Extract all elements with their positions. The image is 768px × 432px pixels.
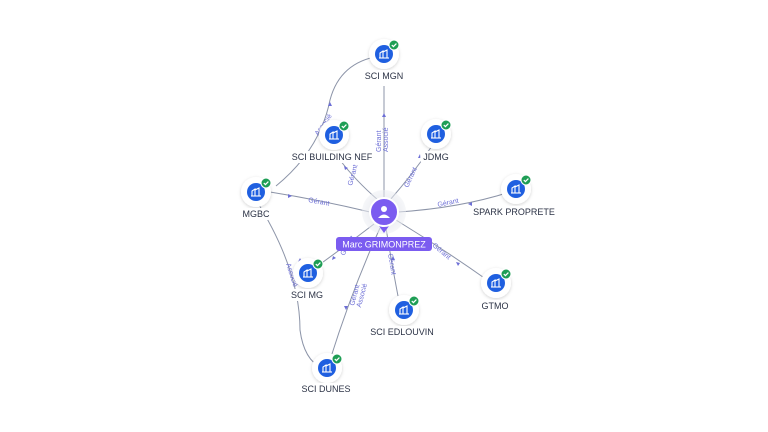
- edge-label-edlouvin: Gérant: [386, 253, 397, 275]
- company-label-bg: [470, 206, 558, 218]
- building-icon: [247, 183, 265, 201]
- verified-check-icon: [440, 119, 452, 131]
- person-icon: [378, 206, 390, 218]
- verified-check-icon: [388, 39, 400, 51]
- company-label-bg: [239, 208, 274, 220]
- edge-label-jdmg: Gérant: [403, 166, 418, 188]
- arrow-mgbc: [288, 194, 292, 198]
- verified-check-icon: [260, 177, 272, 189]
- edge-spark: [397, 191, 511, 213]
- company-label-bg: [367, 326, 437, 338]
- company-label: SCI EDLOUVIN: [370, 327, 434, 337]
- verified-check-icon: [338, 120, 350, 132]
- edge-label-dunes: Gérant Associé: [349, 281, 369, 308]
- company-label: SCI MGN: [365, 71, 404, 81]
- company-label-bg: [288, 151, 376, 163]
- company-node-mgbc[interactable]: MGBC: [239, 177, 274, 220]
- company-label: SCI DUNES: [301, 384, 350, 394]
- edge-label-mgbc: Gérant: [308, 197, 330, 208]
- company-label: SCI MG: [291, 290, 323, 300]
- building-icon: [427, 125, 445, 143]
- building-icon: [395, 301, 413, 319]
- arrow-building-nef: [344, 166, 348, 170]
- company-label-bg: [478, 300, 512, 312]
- building-icon: [318, 359, 336, 377]
- company-label: GTMO: [482, 301, 509, 311]
- arrow-sci-mg: [332, 256, 336, 260]
- company-node-spark-proprete[interactable]: SPARK PROPRETE: [470, 174, 558, 218]
- edge-label-building-nef: Gérant: [347, 164, 359, 187]
- company-node-sci-mg[interactable]: SCI MG: [287, 258, 327, 301]
- arrow-mgbc-mgn: [328, 102, 332, 106]
- verified-check-icon: [312, 258, 324, 270]
- company-node-jdmg[interactable]: JDMG: [420, 119, 452, 163]
- center-pin-tip: [379, 226, 389, 233]
- edge-label-sci-mgn: Gérant Associé: [376, 127, 390, 152]
- company-label: JDMG: [423, 152, 449, 162]
- company-label-bg: [361, 70, 407, 82]
- company-node-sci-dunes[interactable]: SCI DUNES: [298, 353, 354, 395]
- edge-mgbc-mgn: [275, 55, 381, 187]
- edge-gtmo: [395, 219, 491, 283]
- building-icon: [299, 264, 317, 282]
- verified-check-icon: [331, 353, 343, 365]
- arrow-dunes: [344, 306, 348, 310]
- company-label: SPARK PROPRETE: [473, 207, 555, 217]
- company-node-sci-edlouvin[interactable]: SCI EDLOUVIN: [367, 295, 437, 338]
- company-label: MGBC: [243, 209, 271, 219]
- edge-label-gtmo: Gérant: [431, 242, 452, 261]
- building-icon: [507, 180, 525, 198]
- company-nodes: SCI MGN SCI BUILDING NEF JDMG MGBC SPARK PRO…: [239, 39, 558, 395]
- center-label-bg: [336, 237, 432, 251]
- verified-check-icon: [520, 174, 532, 186]
- verified-check-icon: [500, 268, 512, 280]
- arrow-sci-mgn: [382, 113, 386, 117]
- edge-mgbc: [269, 191, 371, 213]
- arrow-spark: [468, 202, 472, 206]
- company-node-sci-mgn[interactable]: SCI MGN: [361, 39, 407, 82]
- company-label-bg: [420, 151, 452, 163]
- company-node-gtmo[interactable]: GTMO: [478, 268, 512, 312]
- building-icon: [325, 126, 343, 144]
- company-label-bg: [287, 289, 327, 301]
- arrow-edlouvin: [391, 256, 395, 260]
- arrow-gtmo: [456, 262, 460, 266]
- edge-mgbc-dunes: [255, 199, 323, 369]
- center-label: Marc GRIMONPREZ: [342, 240, 426, 250]
- verified-check-icon: [408, 295, 420, 307]
- company-label: SCI BUILDING NEF: [292, 152, 373, 162]
- company-label-bg: [298, 383, 354, 395]
- edge-edlouvin: [385, 227, 399, 297]
- edge-label-spark: Gérant: [437, 198, 459, 209]
- company-node-sci-building-nef[interactable]: SCI BUILDING NEF: [288, 120, 376, 163]
- building-icon: [375, 45, 393, 63]
- center-node[interactable]: Marc GRIMONPREZ: [336, 190, 432, 251]
- building-icon: [487, 274, 505, 292]
